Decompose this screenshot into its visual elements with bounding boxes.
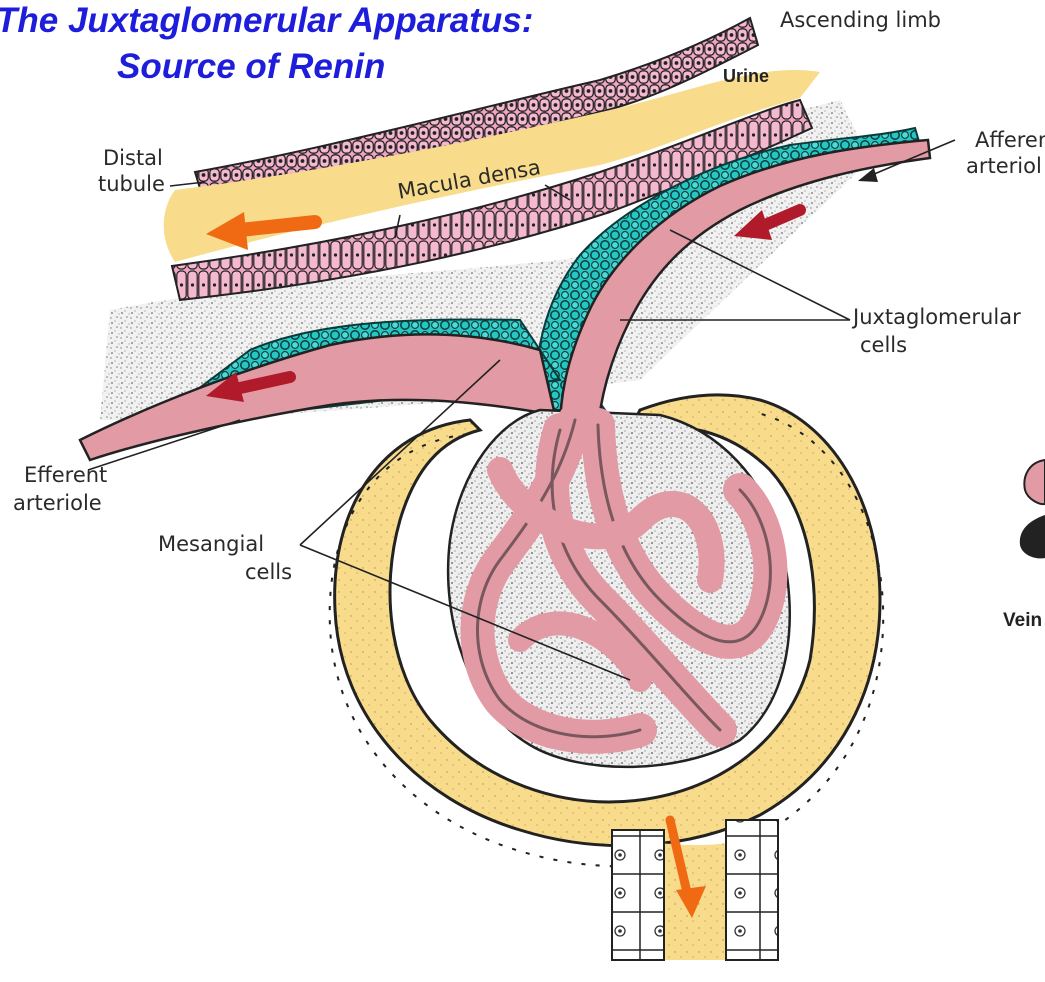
label-afferent-2: arteriol bbox=[966, 154, 1042, 179]
label-mesangial-2: cells bbox=[245, 560, 292, 585]
label-urine: Urine bbox=[723, 64, 769, 89]
vein-fragment-dark bbox=[1020, 515, 1045, 558]
urine-flow-arrow-icon bbox=[240, 222, 315, 230]
label-mesangial-1: Mesangial bbox=[158, 532, 264, 557]
label-afferent-1: Afferen bbox=[975, 128, 1045, 153]
label-distal-tubule-2: tubule bbox=[98, 172, 165, 197]
label-efferent-1: Efferent bbox=[24, 463, 107, 488]
title-line-1: The Juxtaglomerular Apparatus: bbox=[0, 2, 533, 40]
label-vein: Vein bbox=[1003, 608, 1042, 633]
label-efferent-2: arteriole bbox=[13, 491, 102, 516]
label-juxtaglomerular-2: cells bbox=[860, 333, 907, 358]
vein-fragment bbox=[1024, 460, 1045, 504]
label-juxtaglomerular-1: Juxtaglomerular bbox=[853, 305, 1021, 330]
title-line-2: Source of Renin bbox=[117, 48, 385, 86]
label-distal-tubule-1: Distal bbox=[103, 146, 163, 171]
label-ascending-limb: Ascending limb bbox=[780, 8, 941, 33]
